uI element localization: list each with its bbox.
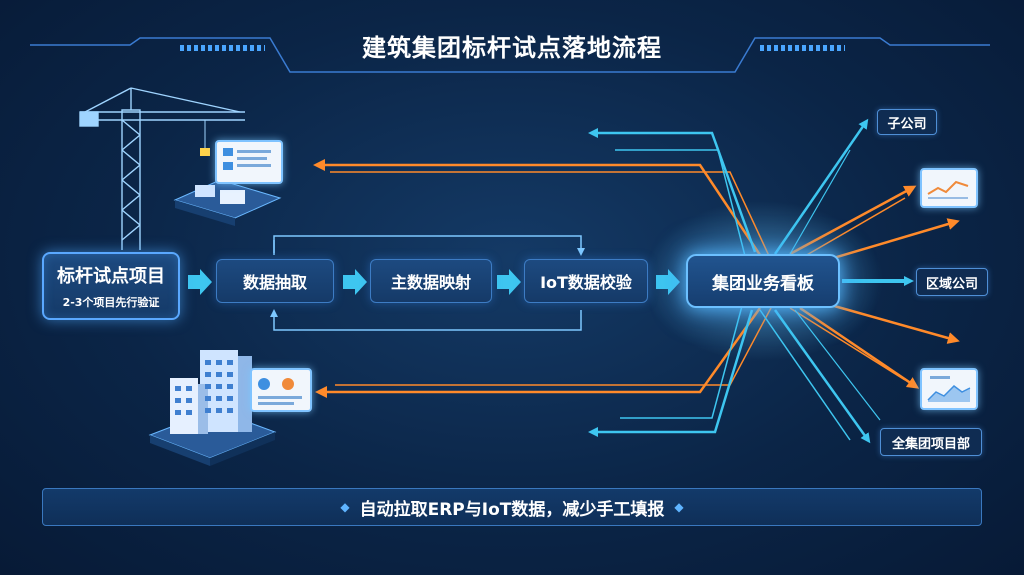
- building-icon: [148, 350, 277, 466]
- banner-text: 自动拉取ERP与IoT数据，减少手工填报: [359, 499, 665, 520]
- area-chart-icon: [920, 368, 978, 410]
- output-subsidiary: 子公司: [877, 109, 937, 135]
- crane-icon: [79, 87, 245, 250]
- step-master-data-mapping: 主数据映射: [370, 259, 492, 303]
- step-data-extraction: 数据抽取: [216, 259, 334, 303]
- bullet-right: ◆: [674, 500, 684, 514]
- group-dashboard-hub: 集团业务看板: [686, 254, 840, 308]
- bullet-left: ◆: [340, 500, 350, 514]
- dashboard-card-icon: [215, 140, 283, 184]
- page-title: 建筑集团标杆试点落地流程: [362, 34, 662, 62]
- fan-lines: [313, 118, 960, 444]
- step-iot-validation: IoT数据校验: [524, 259, 648, 303]
- bottom-banner: ◆ 自动拉取ERP与IoT数据，减少手工填报 ◆: [42, 488, 982, 526]
- pilot-subtitle: 2-3个项目先行验证: [62, 296, 160, 309]
- feedback-loops: [270, 235, 585, 331]
- crane-site-platform: [173, 179, 282, 226]
- output-region: 区域公司: [916, 268, 988, 296]
- title-decoration: [30, 37, 990, 73]
- line-chart-icon: [920, 168, 978, 208]
- pilot-title: 标杆试点项目: [57, 266, 165, 287]
- pipeline-arrows: [188, 269, 680, 295]
- pilot-project-box: 标杆试点项目 2-3个项目先行验证: [42, 252, 180, 320]
- output-group-projects: 全集团项目部: [880, 428, 982, 456]
- report-card-icon: [250, 368, 312, 412]
